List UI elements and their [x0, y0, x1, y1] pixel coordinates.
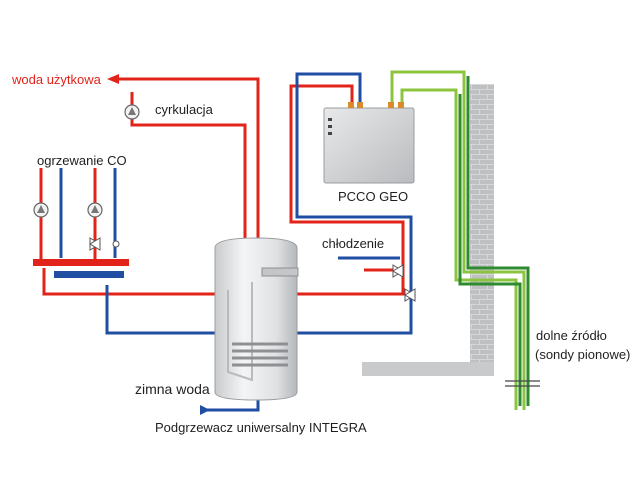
ground-pipe-dark-2: [458, 94, 522, 406]
heat-pump-connectors: [348, 102, 404, 108]
cold-pipes: [59, 72, 413, 412]
ground-pipe-dark-1: [466, 76, 530, 406]
heating-coil: [232, 342, 288, 367]
heat-pump-unit: [323, 107, 415, 184]
probe-marker-icon: [505, 380, 540, 387]
label-ground-source-line1: dolne źródło: [536, 328, 607, 343]
ground-pipe-outer: [390, 70, 526, 410]
label-cooling: chłodzenie: [322, 236, 385, 251]
hot-water-pipe: [115, 77, 260, 240]
label-cold-water: zimna woda: [135, 381, 210, 397]
label-tank: Podgrzewacz uniwersalny INTEGRA: [155, 420, 367, 435]
mixing-valve-icon: [89, 237, 101, 251]
cooling-valve-icon: [392, 264, 404, 278]
circulation-pipe: [130, 118, 247, 245]
hot-pipes: [39, 77, 405, 296]
storage-tank: [214, 237, 299, 401]
building-wall: [470, 84, 494, 366]
heat-pump-indicators: [328, 118, 332, 135]
ground-source-pipes: [390, 70, 530, 410]
heat-pump-supply-pipe: [289, 84, 405, 296]
label-hot-water: woda użytkowa: [12, 72, 101, 87]
circulation-pump-icon: [124, 104, 140, 120]
label-circulation: cyrkulacja: [155, 102, 213, 117]
heating-supply-pipe: [42, 268, 228, 296]
heating-supply-manifold: [33, 259, 129, 266]
heating-return-manifold: [54, 271, 124, 278]
heat-pump-return-pipe: [293, 72, 413, 335]
label-heat-pump: PCCO GEO: [338, 189, 409, 204]
cold-water-arrow-icon: [200, 405, 210, 415]
thermometer-icons: [40, 182, 96, 192]
heating-pump-icon-2: [87, 202, 103, 218]
ground-pipe-mid: [400, 88, 518, 410]
valve-handle-icon: [112, 240, 120, 248]
label-ground-source-line2: (sondy pionowe): [535, 347, 631, 362]
heating-pump-icon-1: [33, 202, 49, 218]
label-heating: ogrzewanie CO: [37, 153, 127, 168]
heater-element: [261, 267, 299, 277]
switch-valve-icon: [404, 288, 416, 302]
hot-water-arrow-icon: [107, 74, 119, 84]
heating-return-pipe: [105, 285, 228, 335]
cold-water-pipe: [200, 400, 260, 412]
floor-slab: [362, 362, 494, 376]
